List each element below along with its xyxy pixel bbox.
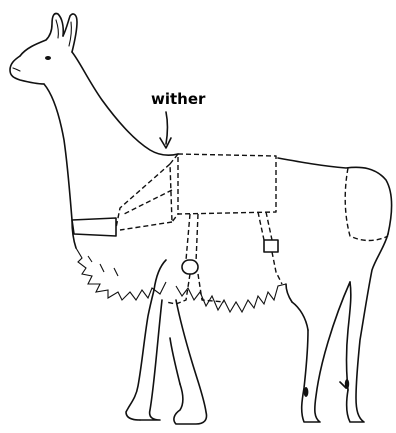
wither-arrow-shaft	[166, 112, 168, 144]
girth-buckle-left	[182, 260, 198, 274]
eye-icon	[45, 56, 51, 60]
wither-label: wither	[151, 90, 206, 108]
wither-annotation: wither	[151, 90, 206, 148]
llama-outline	[10, 13, 392, 424]
girth-buckle-right	[264, 240, 278, 252]
breast-collar	[72, 218, 116, 236]
llama-fur	[76, 248, 286, 312]
saddle-pack	[72, 154, 282, 304]
